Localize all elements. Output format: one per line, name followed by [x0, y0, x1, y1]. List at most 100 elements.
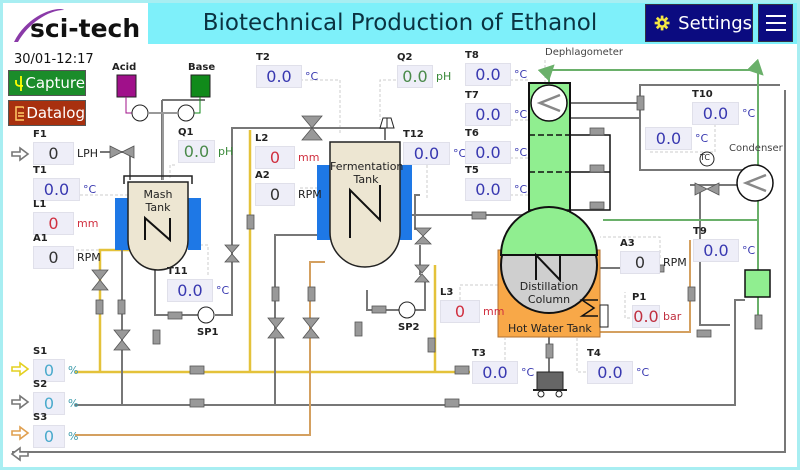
sensor-unit-t3: °C — [521, 366, 535, 379]
sensor-value-l2: 0 — [255, 146, 295, 169]
sensor-unit-t9: °C — [742, 244, 756, 257]
hamburger-line — [765, 29, 786, 31]
receiver-tank — [744, 269, 771, 298]
agitator-icon — [144, 215, 171, 243]
sensor-label-f1: F1 — [33, 129, 47, 140]
sensor-value-a2: 0 — [255, 183, 295, 206]
logo-swoosh-icon: sci-tech — [14, 9, 140, 43]
settings-label: Settings — [678, 12, 752, 34]
sensor-value-l1: 0 — [33, 212, 74, 235]
capture-button[interactable]: Capture — [8, 70, 86, 96]
sensor-label-a1: A1 — [33, 233, 48, 244]
sensor-unit-s1: % — [68, 364, 79, 377]
page-title: Biotechnical Production of Ethanol — [202, 10, 598, 36]
sensor-value-t12: 0.0 — [403, 142, 450, 165]
sensor-unit-t2: °C — [305, 70, 319, 83]
sensor-unit-t4: °C — [636, 366, 650, 379]
sensor-label-a3: A3 — [620, 238, 635, 249]
sensor-value-t6: 0.0 — [465, 141, 511, 164]
sensor-unit-l2: mm — [298, 151, 320, 164]
sensor-label-s2: S2 — [33, 379, 48, 390]
dephlagometer-label: Dephlagometer — [545, 47, 623, 58]
sensor-value-a1: 0 — [33, 246, 74, 269]
sensor-label-t12: T12 — [403, 129, 424, 140]
sensor-unit-t5: °C — [514, 183, 528, 196]
svg-text:sci-tech: sci-tech — [30, 14, 140, 43]
sensor-value-a3: 0 — [620, 251, 660, 274]
sensor-unit-t7: °C — [514, 108, 528, 121]
sensor-value-t1: 0.0 — [33, 178, 80, 201]
sp1-label: SP1 — [197, 327, 219, 338]
sensor-label-q2: Q2 — [397, 52, 413, 63]
hamburger-line — [765, 22, 786, 24]
base-tank — [190, 74, 211, 98]
sensor-unit-t10: °C — [742, 107, 756, 120]
condenser — [736, 164, 774, 202]
sensor-value-t2: 0.0 — [256, 65, 302, 88]
acid-tank — [116, 74, 137, 98]
document-icon — [15, 106, 25, 121]
sensor-unit-t11: °C — [216, 284, 230, 297]
sensor-unit-q2: pH — [436, 70, 452, 83]
sensor-value-t7: 0.0 — [465, 103, 511, 126]
sensor-value-q1: 0.0 — [178, 140, 215, 163]
mash-tank — [127, 181, 189, 271]
acid-label: Acid — [112, 62, 137, 73]
sensor-value-t10: 0.0 — [692, 102, 739, 125]
sensor-value-q2: 0.0 — [397, 65, 433, 88]
sensor-unit-t1: °C — [83, 183, 97, 196]
sensor-label-p1: P1 — [632, 292, 647, 303]
sensor-value-l3: 0 — [440, 300, 480, 323]
sensor-label-t6: T6 — [465, 128, 479, 139]
sensor-label-a2: A2 — [255, 170, 270, 181]
sensor-unit-a1: RPM — [77, 251, 101, 264]
sp2-label: SP2 — [398, 322, 420, 333]
settings-button[interactable]: Settings — [645, 4, 753, 42]
sensor-label-l2: L2 — [255, 133, 269, 144]
datalog-label: Datalog — [26, 104, 85, 122]
drain-cart — [536, 371, 564, 391]
sensor-label-s3: S3 — [33, 412, 48, 423]
sensor-value-t4: 0.0 — [587, 361, 633, 384]
sensor-unit-q1: pH — [218, 145, 234, 158]
sensor-label-t2: T2 — [256, 52, 270, 63]
sensor-unit-s3: % — [68, 430, 79, 443]
sensor-value-s1: 0 — [33, 359, 65, 382]
sensor-unit-s2: % — [68, 397, 79, 410]
fermentation-tank-label: Fermentation Tank — [330, 160, 404, 186]
base-label: Base — [188, 62, 216, 73]
mash-tank-label: Mash Tank — [143, 188, 173, 214]
acid-pump-icon — [131, 104, 149, 122]
sensor-label-t9: T9 — [693, 226, 707, 237]
sensor-value-f1: 0 — [33, 142, 74, 165]
sensor-unit-f1: LPH — [77, 147, 99, 160]
sensor-label-t1: T1 — [33, 165, 47, 176]
sensor-unit-t12: °C — [453, 147, 467, 160]
sensor-value-tc: 0.0 — [645, 127, 692, 150]
sensor-unit-p1: bar — [663, 310, 682, 323]
hamburger-menu-icon — [765, 15, 786, 17]
sensor-unit-a3: RPM — [663, 256, 687, 269]
sensor-value-t3: 0.0 — [472, 361, 518, 384]
sensor-label-t3: T3 — [472, 348, 486, 359]
sensor-value-p1: 0.0 — [632, 305, 660, 328]
sensor-unit-t6: °C — [514, 146, 528, 159]
distillation-column-label: Distillation Column — [519, 280, 579, 306]
sensor-value-s2: 0 — [33, 392, 65, 415]
sensor-label-l3: L3 — [440, 287, 454, 298]
sensor-value-t5: 0.0 — [465, 178, 511, 201]
sensor-unit-t8: °C — [514, 68, 528, 81]
tc-label: TC — [700, 153, 711, 162]
sensor-label-s1: S1 — [33, 346, 48, 357]
gear-icon — [654, 15, 670, 31]
capture-label: Capture — [25, 74, 85, 92]
sensor-label-t10: T10 — [692, 89, 713, 100]
sensor-label-q1: Q1 — [178, 127, 194, 138]
hot-water-tank-label: Hot Water Tank — [508, 322, 592, 335]
menu-button[interactable] — [758, 4, 793, 42]
sensor-label-t7: T7 — [465, 90, 479, 101]
sensor-label-t8: T8 — [465, 50, 479, 61]
datalog-button[interactable]: Datalog — [8, 100, 86, 126]
sensor-unit-tc: °C — [695, 132, 709, 145]
